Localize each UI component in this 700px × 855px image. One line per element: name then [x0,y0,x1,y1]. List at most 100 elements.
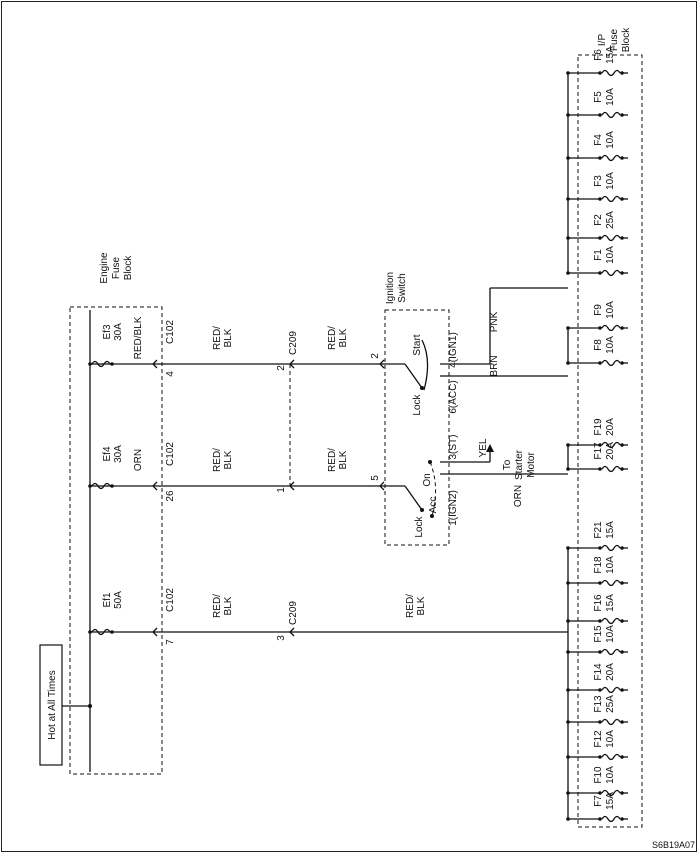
f15-fuse-symbol [598,648,624,656]
f16-fuse-symbol [598,617,624,625]
switch-pin5: 5 [370,475,381,481]
f12-name: F12 [593,730,604,748]
f1-name: F1 [593,249,604,261]
redblk_a-1: BLK [223,328,234,347]
redblk_e-1: BLK [338,450,349,469]
ignition-switch-box [384,309,450,546]
conn-chevron-1 [289,481,295,491]
f18-rating: 10A [605,556,616,574]
ef1-name: Ef1 [102,592,113,607]
ef4-conn: C102 [165,442,176,466]
f14-fuse-symbol [598,686,624,694]
f15-rating: 10A [605,625,616,643]
start-arc [421,339,429,391]
wire-labels: RED/BLKRED/BLKRED/BLKRED/BLKRED/BLKRED/B… [212,311,537,640]
engine-block-title-2: Block [123,255,134,280]
f9-fuse-symbol [598,324,624,332]
f3-rating: 10A [605,172,616,190]
wire-orn-ign2: ORN [513,485,524,507]
ef3-conn: C102 [165,320,176,344]
ef3-rating: 30A [113,323,124,341]
f5-fuse-symbol [598,111,624,119]
f13-rating: 25A [605,695,616,713]
f7-rating: 15A [605,792,616,810]
starter-1: Starter [514,449,525,480]
redblk_b-0: RED/ [212,448,223,472]
f8-name: F8 [593,339,604,351]
ef3-fuse-symbol [88,360,114,368]
f21-fuse-symbol [598,544,624,552]
f14-rating: 20A [605,663,616,681]
ef1-pin: 7 [165,639,176,645]
engine-block-title-1: Fuse [111,256,122,279]
c209-pin-bot: 3 [276,635,287,641]
redblk_a-0: RED/ [212,326,223,350]
ip-block-title-1: Fuse [609,28,620,51]
conn-chevron-3 [379,359,385,369]
starter-2: Motor [526,452,537,478]
wire-yel: YEL [478,438,489,457]
hot-at-all-times-label: Hot at All Times [47,670,58,739]
conn-chevron-4 [379,481,385,491]
switch-lock2: Lock [414,515,425,537]
ip-block-title-0: I/P [597,34,608,47]
ef4-pin: 26 [165,490,176,502]
f17-fuse-symbol [598,465,624,473]
on-acc-arc [429,461,436,517]
wire-brn: BRN [489,355,500,376]
redblk_d-0: RED/ [327,326,338,350]
switch-t-ign2: 1(IGN2) [448,490,459,526]
f3-name: F3 [593,175,604,187]
wire-pnk: PNK [489,311,500,332]
redblk_d-1: BLK [338,328,349,347]
ef3-wire: RED/BLK [133,316,144,359]
f4-rating: 10A [605,131,616,149]
f9-rating: 10A [605,301,616,319]
starter-0: To [502,459,513,470]
ef4-name: Ef4 [102,446,113,461]
engine-block-title-0: Engine [99,252,110,284]
f14-name: F14 [593,663,604,681]
f5-name: F5 [593,91,604,103]
f16-rating: 15A [605,594,616,612]
f17-rating: 20A [605,442,616,460]
f12-rating: 10A [605,730,616,748]
f5-rating: 10A [605,88,616,106]
ef3-name: Ef3 [102,324,113,339]
ignition-title-1: Switch [397,273,408,302]
ignition-title-0: Ignition [385,272,396,304]
ef1-rating: 50A [113,591,124,609]
c209-pin-top: 2 [276,365,287,371]
ip-block-title-2: Block [621,27,632,52]
f7-name: F7 [593,795,604,807]
redblk_b-1: BLK [223,450,234,469]
redblk_c-1: BLK [223,596,234,615]
f10-rating: 10A [605,766,616,784]
f13-name: F13 [593,695,604,713]
f6-rating: 15A [605,46,616,64]
ef4-rating: 30A [113,445,124,463]
ef4-fuse-symbol [88,482,114,490]
switch-on: On [422,473,433,486]
f15-name: F15 [593,625,604,643]
switch-t-st: 3(ST) [448,435,459,460]
f6-fuse-symbol [598,69,624,77]
ef4-wire: ORN [133,449,144,471]
ef1-conn: C102 [165,588,176,612]
f1-rating: 10A [605,246,616,264]
redblk_c-0: RED/ [212,594,223,618]
f1-fuse-symbol [598,269,624,277]
hot-at-all-times-box [39,644,63,766]
f7-fuse-symbol [598,815,624,823]
redblk_long-0: RED/ [405,594,416,618]
f19-name: F19 [593,418,604,436]
engine-fuse-block-box [69,306,163,775]
f13-fuse-symbol [598,718,624,726]
redblk_e-0: RED/ [327,448,338,472]
ef3-pin: 4 [165,371,176,377]
f3-fuse-symbol [598,195,624,203]
switch-pin2: 2 [370,353,381,359]
